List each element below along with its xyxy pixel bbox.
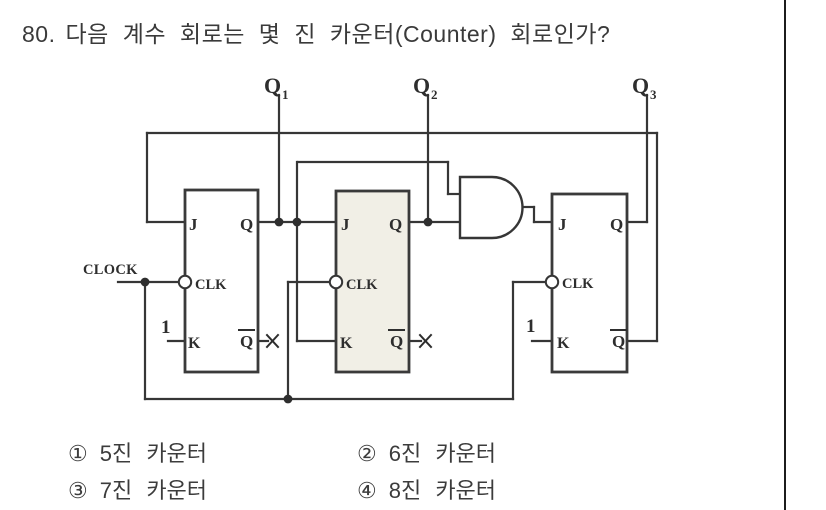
q2-output-sub: 2 — [431, 87, 438, 102]
junction-dot — [140, 277, 150, 287]
option-2-label: 6진 카운터 — [388, 441, 497, 466]
question-text: 다음 계수 회로는 몇 진 카운터(Counter) 회로인가? — [65, 21, 611, 47]
ff1-clk-label: CLK — [195, 277, 227, 293]
option-2-marker: ② — [357, 441, 377, 466]
ff2-qbar-label: Q — [390, 332, 403, 351]
and-gate — [458, 175, 524, 240]
clk-bubble-1 — [177, 274, 193, 290]
q1-output-sub: 1 — [282, 87, 289, 102]
ff3-j-label: J — [558, 215, 567, 234]
nc-cross-icon — [418, 333, 433, 349]
flip-flop-2-box — [334, 189, 411, 374]
option-3: ③ 7진 카운터 — [68, 473, 207, 505]
nc-cross-icon — [265, 333, 280, 349]
wires — [116, 93, 659, 401]
junction-dot — [292, 217, 302, 227]
ff1-j-label: J — [189, 215, 198, 234]
page-border-line — [784, 0, 786, 510]
option-4: ④ 8진 카운터 — [357, 473, 496, 505]
nc-marks — [265, 333, 433, 349]
ff1-q-label: Q — [240, 215, 253, 234]
clk-bubble-2 — [328, 274, 344, 290]
q1-output-label: Q — [264, 73, 281, 98]
option-3-label: 7진 카운터 — [99, 478, 208, 503]
ff2-clk-label: CLK — [346, 277, 378, 293]
option-1-label: 5진 카운터 — [99, 441, 208, 466]
q2-output-label: Q — [413, 73, 430, 98]
clock-label: CLOCK — [83, 262, 138, 278]
option-4-marker: ④ — [357, 478, 377, 503]
option-2: ② 6진 카운터 — [357, 436, 496, 468]
ff1-qbar-label: Q — [240, 332, 253, 351]
ff1-const1-label: 1 — [161, 317, 171, 338]
clk-bubble-3 — [544, 274, 560, 290]
ff3-q-label: Q — [610, 215, 623, 234]
junction-dots — [140, 217, 433, 404]
ff3-k-label: K — [557, 335, 570, 352]
question-number: 80. — [22, 21, 56, 47]
q3-output-sub: 3 — [650, 87, 657, 102]
option-1: ① 5진 카운터 — [68, 436, 207, 468]
option-4-label: 8진 카운터 — [388, 478, 497, 503]
option-1-marker: ① — [68, 441, 88, 466]
junction-dot — [274, 217, 284, 227]
ff3-qbar-label: Q — [612, 332, 625, 351]
ff3-clk-label: CLK — [562, 276, 594, 292]
junction-dot — [423, 217, 433, 227]
q3-output-label: Q — [632, 73, 649, 98]
ff3-const1-label: 1 — [526, 316, 536, 337]
ff1-k-label: K — [188, 335, 201, 352]
ff2-q-label: Q — [389, 215, 402, 234]
option-3-marker: ③ — [68, 478, 88, 503]
ff2-k-label: K — [340, 335, 353, 352]
flip-flop-1-box — [183, 188, 260, 374]
junction-dot — [283, 394, 293, 404]
question-title: 80. 다음 계수 회로는 몇 진 카운터(Counter) 회로인가? — [22, 15, 610, 49]
ff2-j-label: J — [341, 215, 350, 234]
